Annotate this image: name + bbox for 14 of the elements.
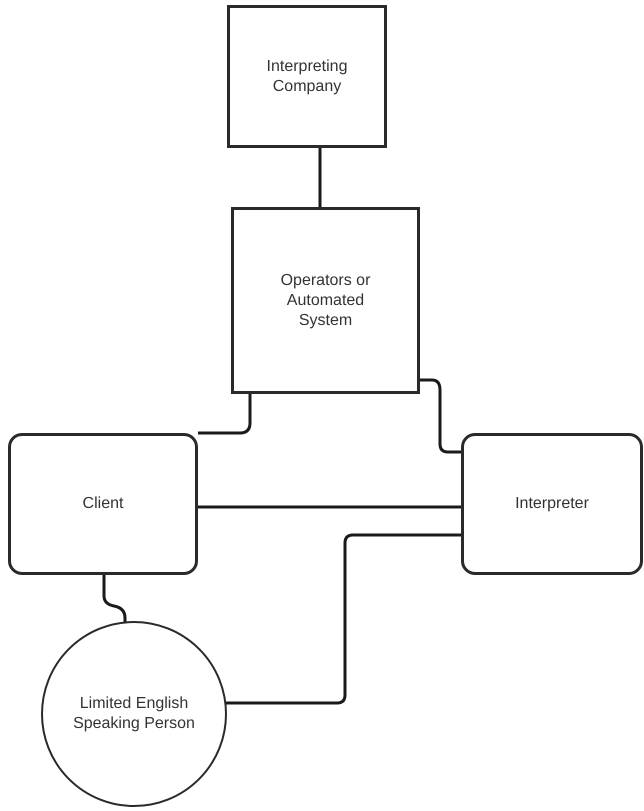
connector-line bbox=[198, 394, 252, 434]
process-box bbox=[231, 207, 420, 394]
connector-line bbox=[198, 506, 461, 508]
process-box bbox=[227, 5, 387, 148]
node-label: Operators or Automated System bbox=[280, 270, 372, 330]
rounded-box bbox=[8, 433, 198, 575]
connector-line bbox=[226, 534, 461, 704]
node-label: Interpreting Company bbox=[266, 56, 348, 96]
connector-line bbox=[318, 148, 322, 207]
connector-line bbox=[102, 575, 126, 622]
node-label: Client bbox=[82, 494, 124, 514]
node-label: Limited English Speaking Person bbox=[72, 694, 196, 734]
rounded-box bbox=[461, 433, 643, 575]
node-label: Interpreter bbox=[515, 494, 589, 514]
